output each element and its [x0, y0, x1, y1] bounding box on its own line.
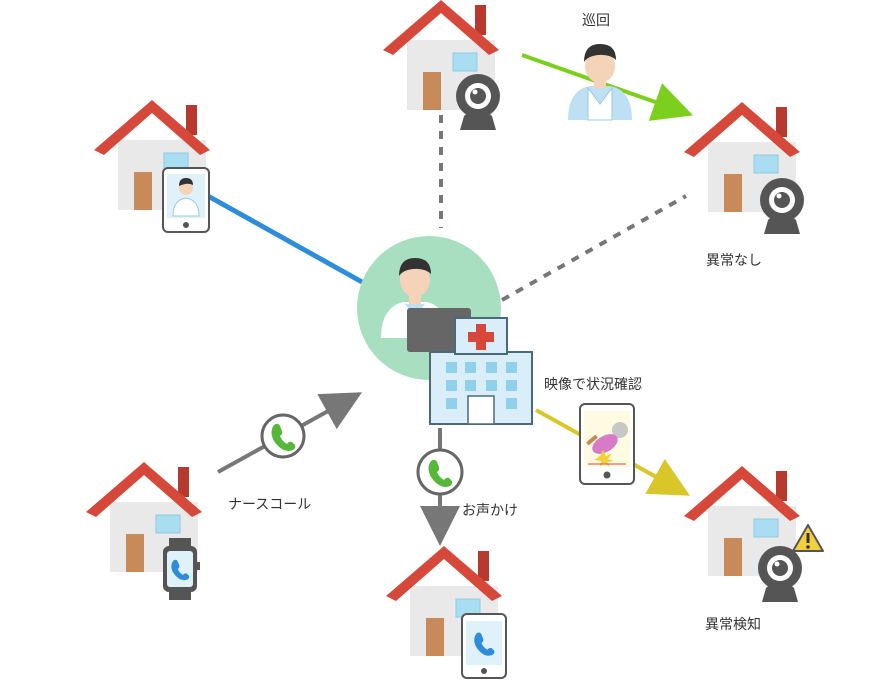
tablet-icon — [162, 167, 210, 233]
anomaly-detected-label: 異常検知 — [705, 617, 761, 633]
house-top-right — [683, 101, 804, 234]
house-top — [382, 0, 500, 130]
smartwatch-icon — [163, 538, 200, 600]
video-check-label: 映像で状況確認 — [544, 377, 642, 393]
webcam-icon — [456, 74, 500, 130]
house-bottom-left — [85, 461, 203, 600]
patrol-label: 巡回 — [582, 13, 610, 29]
webcam-icon — [758, 546, 802, 602]
tablet-link-line — [206, 193, 364, 285]
voice-call-label: お声かけ — [462, 503, 518, 519]
video-tablet — [579, 403, 635, 485]
webcam-icon — [760, 178, 804, 234]
caregiver-icon — [568, 44, 632, 121]
fallen-person-icon — [586, 422, 628, 467]
voice-call-phone-icon — [416, 448, 464, 496]
house-bottom-center — [385, 545, 507, 679]
tablet-icon — [461, 613, 507, 679]
nurse-call-phone-icon — [260, 413, 306, 459]
center-hub — [357, 236, 533, 425]
house-bottom-right — [683, 465, 824, 602]
house-top-left — [93, 99, 211, 233]
hospital-icon — [429, 317, 533, 425]
nurse-call-label: ナースコール — [228, 497, 312, 513]
no-anomaly-label: 異常なし — [706, 253, 762, 269]
warning-icon — [792, 524, 824, 552]
camera-link-line-right — [501, 194, 687, 302]
